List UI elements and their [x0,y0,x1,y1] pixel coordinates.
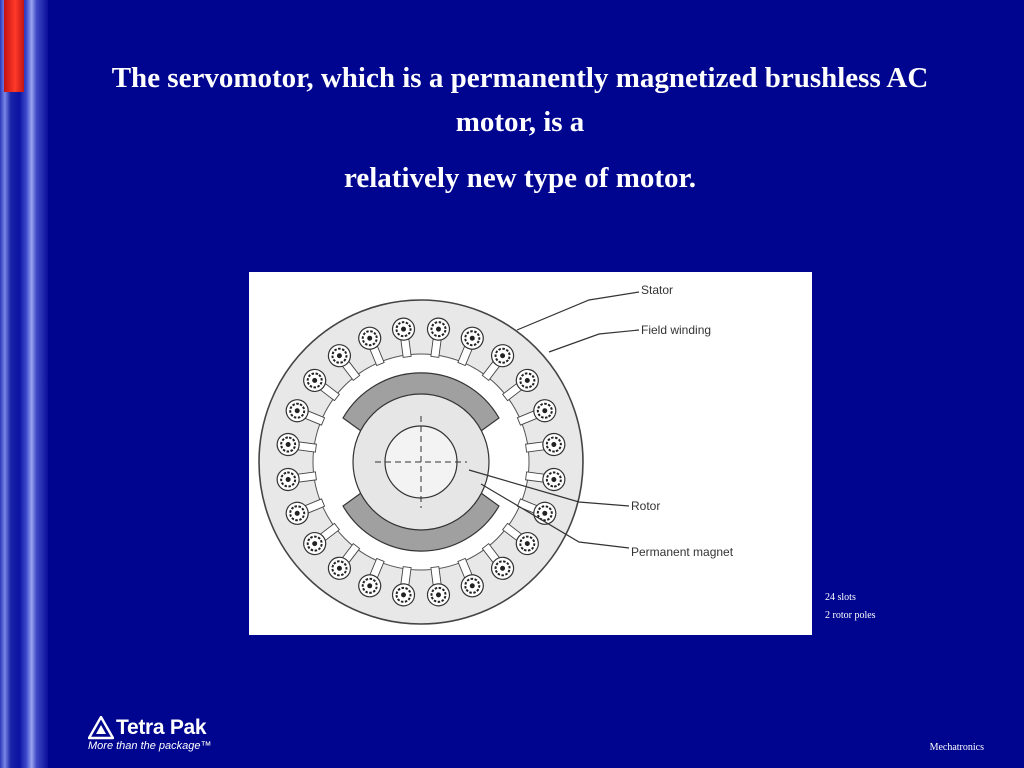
stator-slot [516,399,557,426]
leader-permanent-magnet [480,483,630,549]
tetra-pak-logo-icon [88,716,114,740]
motor-diagram: Stator Field winding Rotor Permanent mag… [258,283,734,625]
stator-slot [285,399,326,426]
stator-slot [426,566,451,607]
caption-rotor-poles: 2 rotor poles [825,610,876,621]
leader-stator [516,291,640,331]
stator-slots [276,317,566,607]
title-line-2: relatively new type of motor. [344,162,696,194]
stator-slot [303,368,340,402]
label-rotor: Rotor [631,499,660,513]
stator-slot [303,522,340,556]
stator-slot [481,543,515,580]
stator-slot [457,326,484,367]
logo-name: Tetra Pak [116,716,207,739]
stator-slot [391,566,416,607]
stator-slot [358,557,385,598]
stator-slot [516,498,557,525]
left-decorative-bar [0,0,48,768]
label-stator: Stator [641,283,673,297]
label-field-winding: Field winding [641,323,711,337]
motor-cross-section-figure: Stator Field winding Rotor Permanent mag… [249,272,812,635]
leader-rotor [468,469,630,507]
stator-slot [525,432,566,457]
stator-slot [276,432,317,457]
stator-slot [525,467,566,492]
stator-slot [358,326,385,367]
title-line-1: The servomotor, which is a permanently m… [111,62,929,138]
stator-slot [327,344,361,381]
stator-slot [426,317,451,358]
stator-slot [276,467,317,492]
slide-title: The servomotor, which is a permanently m… [70,56,970,200]
leader-field-winding [548,329,640,353]
footer-topic: Mechatronics [929,742,984,753]
logo-tagline: More than the package™ [88,740,212,752]
label-permanent-magnet: Permanent magnet [631,545,734,559]
stator-slot [502,368,539,402]
red-accent-bar [4,0,24,92]
figure-caption: 24 slots 2 rotor poles [825,589,876,625]
caption-slots: 24 slots [825,592,856,603]
stator-slot [327,543,361,580]
stator-slot [481,344,515,381]
stator-slot [285,498,326,525]
stator-slot [502,522,539,556]
tetra-pak-logo: Tetra Pak More than the package™ [88,716,212,752]
stator-slot [457,557,484,598]
stator-slot [391,317,416,358]
